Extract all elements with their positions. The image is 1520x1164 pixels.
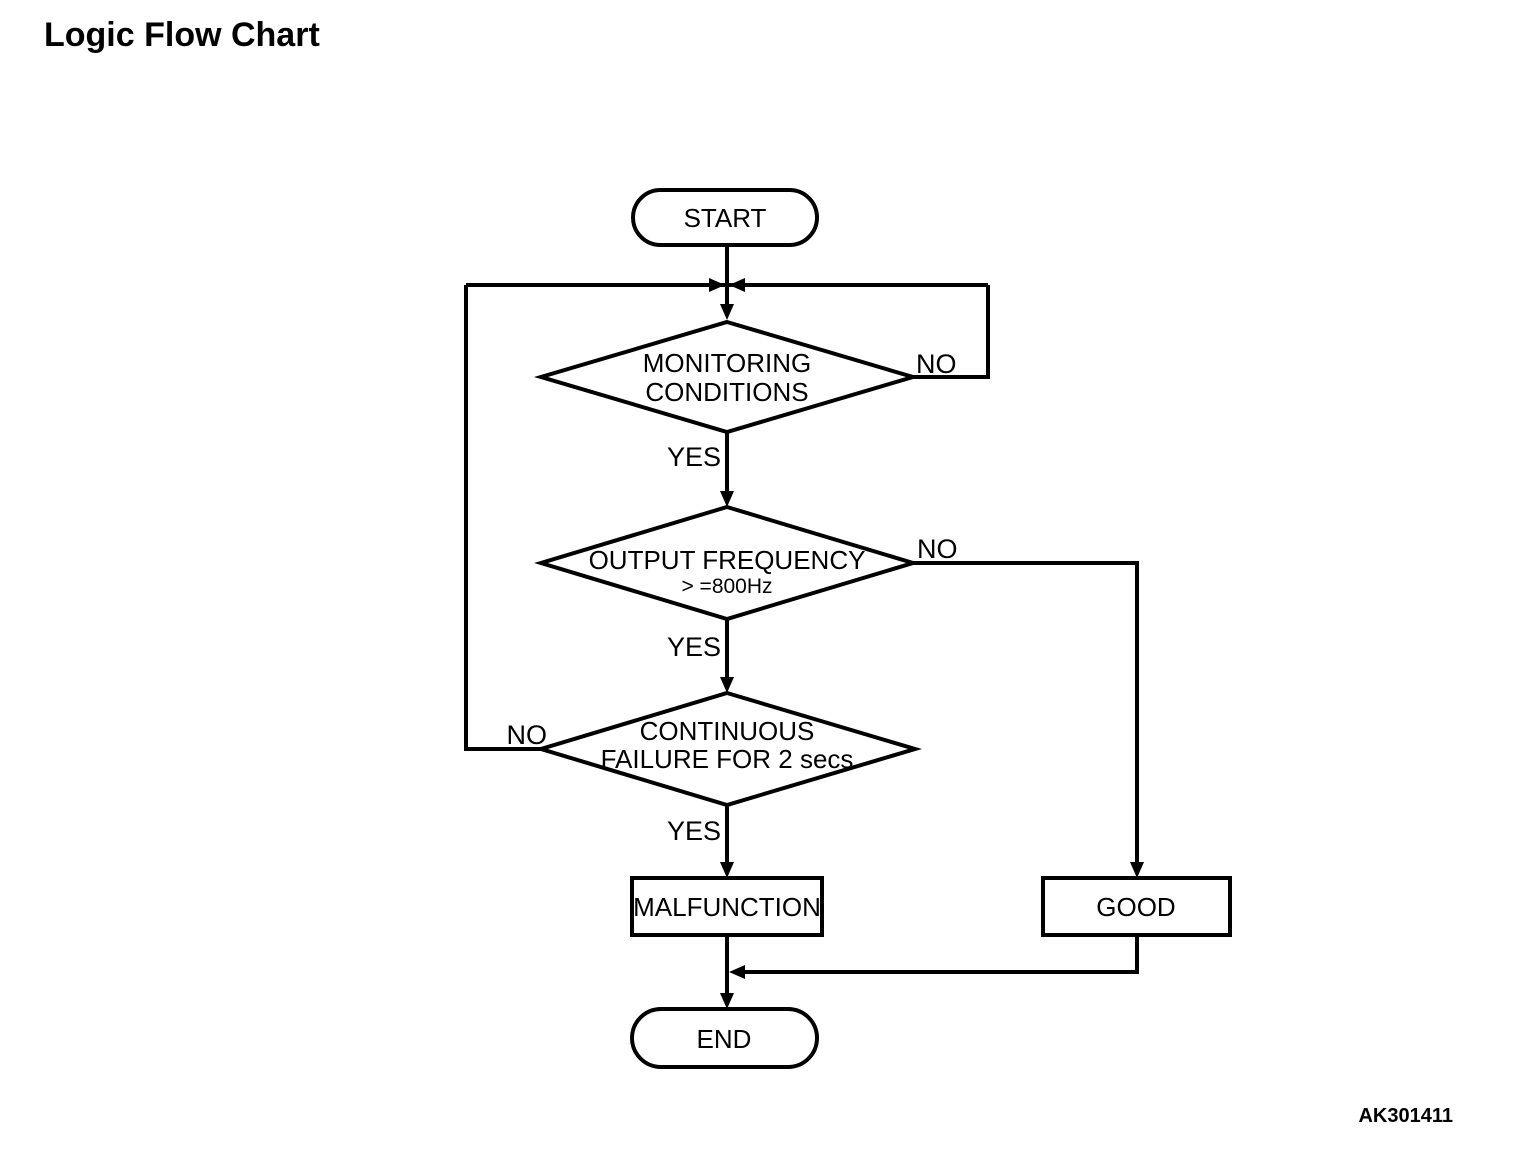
malfunction-node-label: MALFUNCTION [633, 892, 821, 922]
decision1-label-line2: CONDITIONS [645, 377, 808, 407]
arrowhead-into-malfunction [720, 862, 734, 878]
decision3-label-line2: FAILURE FOR 2 secs [601, 744, 854, 774]
decision1-no-label: NO [916, 349, 957, 379]
decision3-no-label: NO [507, 720, 548, 750]
figure-id: AK301411 [1358, 1105, 1453, 1127]
arrowhead-into-end [720, 993, 734, 1009]
connector-good-to-merge [745, 935, 1139, 974]
decision-monitoring-conditions [533, 319, 921, 435]
malfunction-node [630, 876, 824, 937]
arrowhead-junction-from-right [729, 278, 745, 292]
connector-decision3-no-loop [464, 285, 541, 751]
connector-decision2-no-to-good [913, 561, 1139, 862]
start-node [631, 188, 819, 247]
arrowhead-merge-into-end-line [729, 965, 745, 979]
start-node-label: START [684, 203, 767, 233]
good-node-label: GOOD [1096, 892, 1175, 922]
decision-output-frequency [534, 504, 920, 622]
decision-continuous-failure [534, 690, 923, 808]
decision2-yes-label: YES [667, 632, 721, 662]
page-title: Logic Flow Chart [44, 16, 320, 54]
end-node [630, 1007, 819, 1069]
decision2-label-line1: OUTPUT FREQUENCY [589, 545, 866, 575]
good-node [1041, 876, 1232, 937]
end-node-label: END [697, 1024, 752, 1054]
decision1-yes-label: YES [667, 442, 721, 472]
arrowhead-into-good [1130, 862, 1144, 878]
arrowhead-into-decision3 [720, 677, 734, 693]
arrowhead-into-decision1 [720, 304, 734, 320]
decision3-yes-label: YES [667, 816, 721, 846]
decision2-label-line2: > =800Hz [681, 575, 772, 598]
connector-decision1-no-loop [913, 285, 990, 379]
decision3-label-line1: CONTINUOUS [640, 716, 815, 746]
decision1-label-line1: MONITORING [643, 348, 812, 378]
arrowhead-junction-from-left [709, 278, 725, 292]
decision2-no-label: NO [917, 534, 958, 564]
arrowhead-into-decision2 [720, 491, 734, 507]
